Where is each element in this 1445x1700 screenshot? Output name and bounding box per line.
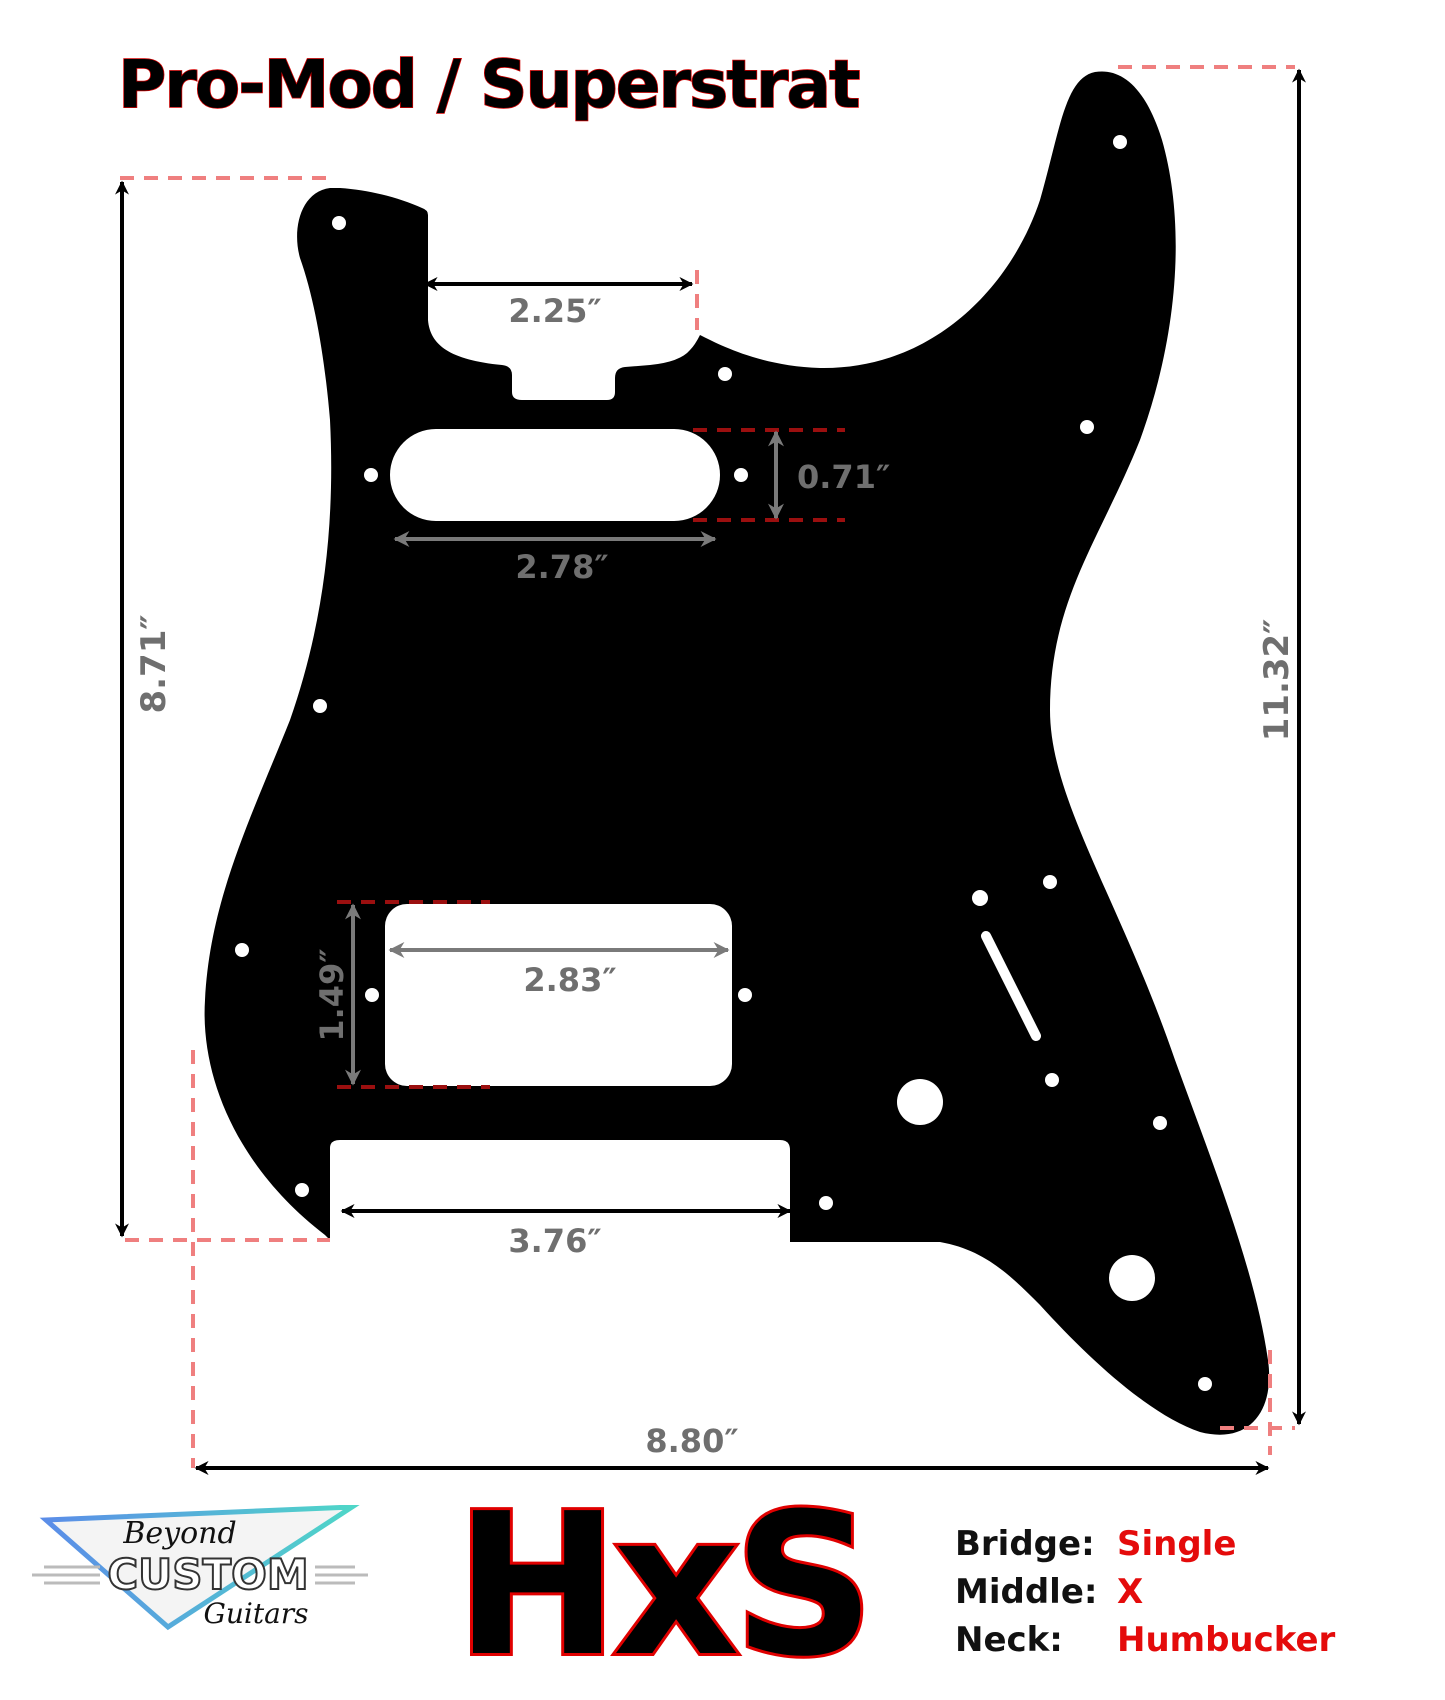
page-title: Pro-Mod / Superstrat (117, 46, 861, 123)
dimension-arrows (115, 68, 1306, 1475)
config-label: Bridge: (955, 1524, 1095, 1564)
humbucker-length-dimension: 2.83″ (523, 961, 616, 999)
bass-side-height-dimension: 8.71″ (134, 614, 174, 713)
switch-slot (981, 931, 1041, 1041)
guide-lines (120, 65, 1295, 1468)
logo-guitars: Guitars (203, 1597, 308, 1630)
configuration-code: HxS (452, 1472, 878, 1700)
config-value: Humbucker (1117, 1620, 1336, 1660)
single-coil-width-dimension: 0.71″ (797, 458, 890, 496)
neck-pocket-dimension: 2.25″ (508, 292, 601, 330)
screw-holes (235, 135, 1212, 1391)
pickguard (204, 71, 1270, 1435)
inner-dimension-arrows (345, 430, 784, 1086)
single-coil-length-dimension: 2.78″ (515, 548, 608, 586)
overall-width-dimension: 8.80″ (645, 1422, 738, 1460)
config-row-middle: Middle: X (955, 1568, 1335, 1616)
humbucker-width-dimension: 1.49″ (313, 948, 351, 1041)
overall-height-dimension: 11.32″ (1257, 619, 1297, 742)
pot-hole (897, 1079, 943, 1125)
pot-hole (1109, 1255, 1155, 1301)
config-label: Middle: (955, 1572, 1098, 1612)
dimension-labels: 2.25″ 2.78″ 0.71″ 2.83″ 1.49″ 3.76″ 8.80… (134, 292, 1297, 1460)
config-value: Single (1117, 1524, 1237, 1564)
logo-custom: CUSTOM (107, 1550, 308, 1599)
bridge-cutout-dimension: 3.76″ (508, 1222, 601, 1260)
logo-beyond: Beyond (122, 1516, 236, 1551)
config-value: X (1117, 1572, 1144, 1612)
config-row-neck: Neck: Humbucker (955, 1616, 1335, 1664)
pickup-configuration: Bridge: Single Middle: X Neck: Humbucker (955, 1520, 1335, 1664)
config-row-bridge: Bridge: Single (955, 1520, 1335, 1568)
brand-logo: Beyond CUSTOM Guitars (32, 1505, 368, 1631)
config-label: Neck: (955, 1620, 1063, 1660)
single-coil-cutout (390, 429, 720, 521)
